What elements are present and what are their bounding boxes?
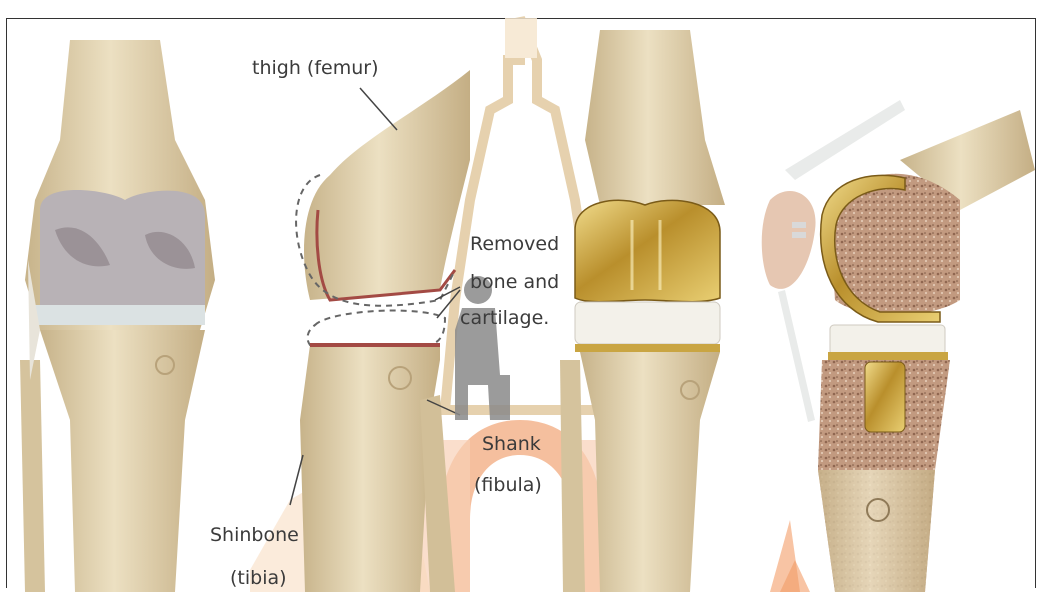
person-silhouette [455, 276, 510, 420]
femur-label: thigh (femur) [252, 56, 378, 80]
removed-label-line2: bone and [470, 270, 559, 294]
patella-component [762, 191, 816, 289]
arthritic-knee [20, 40, 215, 592]
implant-side-knee [762, 100, 1035, 592]
shinbone-label-line2: (tibia) [230, 566, 287, 590]
femur-leader [360, 88, 397, 130]
removed-label-line3: cartilage. [460, 306, 549, 330]
shinbone-label-line1: Shinbone [210, 523, 299, 547]
removed-label-line1: Removed [470, 232, 559, 256]
shank-label-line1: Shank [482, 432, 541, 456]
shank-label-line2: (fibula) [474, 473, 542, 497]
